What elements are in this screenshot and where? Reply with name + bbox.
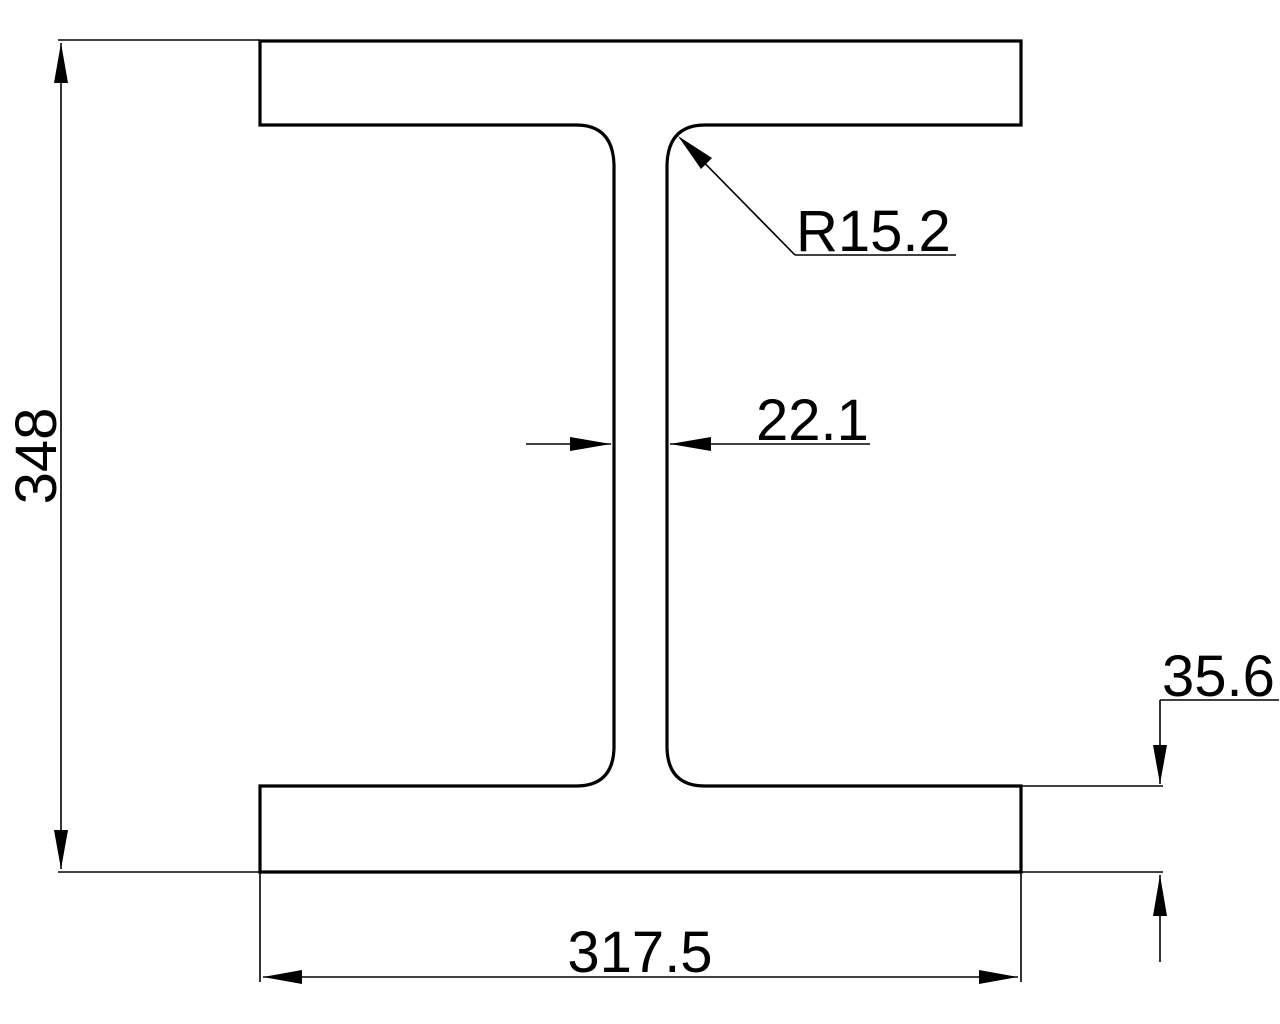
i-beam-profile — [258, 39, 1023, 874]
arrow-up-icon — [54, 43, 68, 83]
web-thickness-dimension: 22.1 — [526, 388, 870, 453]
radius-label: R15.2 — [796, 199, 951, 264]
arrow-left-icon — [670, 437, 711, 451]
height-dimension: 348 — [4, 39, 260, 873]
width-label: 317.5 — [567, 920, 712, 985]
radius-dimension: R15.2 — [678, 136, 956, 264]
height-label: 348 — [4, 408, 69, 505]
arrow-right-icon — [570, 437, 611, 451]
radius-arrow-icon — [678, 136, 712, 169]
flange-thickness-label: 35.6 — [1162, 644, 1275, 709]
arrow-up-icon — [1153, 875, 1167, 916]
arrow-left-icon — [263, 970, 302, 984]
width-dimension: 317.5 — [259, 872, 1022, 985]
flange-thickness-dimension: 35.6 — [1021, 644, 1279, 962]
arrow-down-icon — [54, 830, 68, 869]
web-thickness-label: 22.1 — [756, 388, 869, 453]
arrow-down-icon — [1153, 745, 1167, 784]
arrow-right-icon — [979, 970, 1018, 984]
